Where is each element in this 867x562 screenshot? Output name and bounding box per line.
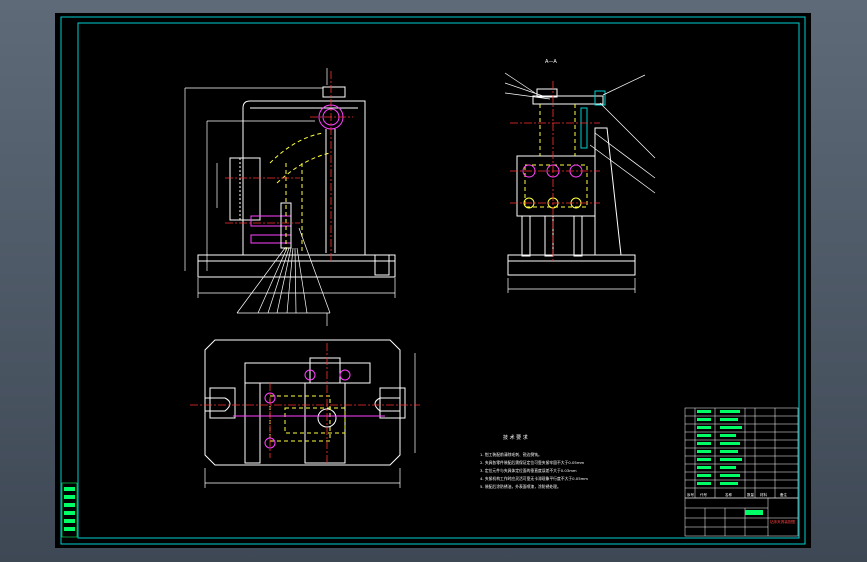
tech-requirement-item: 2. 夹具各零件装配后需保证定位可靠夹紧牢固不大于0.05mm [480, 460, 585, 465]
tech-requirement-item: 1. 钳工装配前清除毛刺、锐边倒钝。 [480, 452, 542, 457]
side-view-centerlines [510, 81, 600, 263]
front-view-centerlines [225, 71, 353, 263]
header-cell: 名称 [725, 492, 733, 497]
outer-frame [60, 16, 806, 545]
tech-requirement-item: 5. 装配后涂防锈油，外表面喷漆，涂防锈处理。 [480, 484, 561, 489]
front-view-dimensions [184, 68, 396, 326]
revision-strip [61, 482, 78, 538]
drawing-sheet: A—A 技 术 要 求 1. 钳工装配前清除毛刺、锐边倒钝。 2. 夹 [55, 13, 811, 548]
tech-requirements-title: 技 术 要 求 [503, 434, 528, 441]
header-cell: 备注 [780, 492, 788, 497]
header-cell: 数量 [747, 492, 755, 497]
cad-drawing: A—A 技 术 要 求 1. 钳工装配前清除毛刺、锐边倒钝。 2. 夹 [60, 16, 806, 545]
top-view-centerlines [190, 343, 420, 463]
inner-frame [77, 22, 800, 539]
tech-requirements: 技 术 要 求 1. 钳工装配前清除毛刺、锐边倒钝。 2. 夹具各零件装配后需保… [480, 434, 588, 489]
top-view [204, 339, 416, 488]
front-view [197, 86, 396, 278]
title-block-mark [745, 510, 763, 515]
drawing-name: 钻床夹具装配图 [770, 519, 796, 524]
header-cell: 序号 [687, 492, 695, 497]
parts-list-entries [697, 410, 742, 485]
tech-requirement-item: 4. 夹紧机构工作时应灵活可靠无卡滞现象平行度不大于0.05mm [480, 476, 588, 481]
tech-requirement-item: 3. 定位元件与夹具体定位面的垂直度误差不大于0.03mm [480, 468, 577, 473]
parts-list-header: 序号 代号 名称 数量 材料 备注 [687, 492, 788, 497]
title-block [684, 497, 799, 537]
side-view [504, 72, 656, 293]
section-label: A—A [545, 59, 557, 65]
header-cell: 材料 [760, 492, 768, 497]
header-cell: 代号 [700, 492, 708, 497]
